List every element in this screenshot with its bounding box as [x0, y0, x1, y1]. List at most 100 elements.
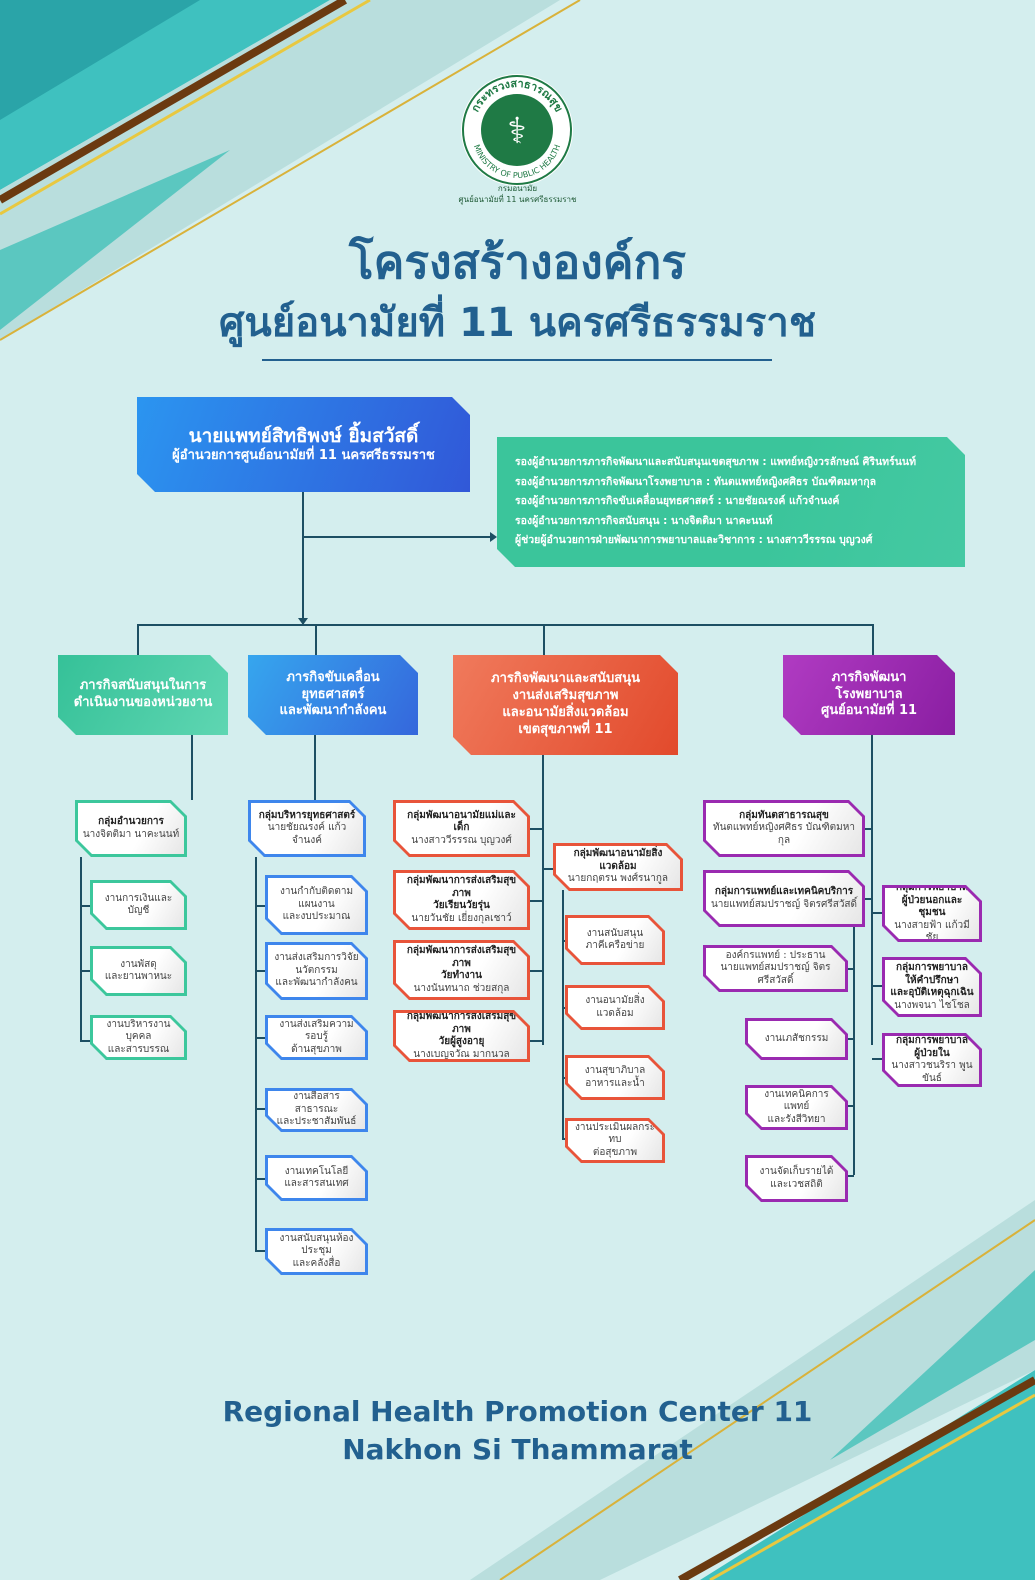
- deputy-line: รองผู้อำนวยการภารกิจพัฒนาและสนับสนุนเขตส…: [515, 456, 916, 469]
- unit-title: กลุ่มพัฒนาการส่งเสริมสุขภาพ วัยเรียนวัยร…: [406, 875, 517, 911]
- branch-box-2: ภารกิจขับเคลื่อน ยุทธศาสตร์ และพัฒนากำลั…: [248, 655, 418, 735]
- unit-text: งานประเมินผลกระทบ ต่อสุขภาพ: [574, 1121, 656, 1158]
- unit-text: งานบริหารงานบุคคล และสารบรรณ: [106, 1018, 171, 1055]
- unit-box: งานส่งเสริมความรอบรู้ ด้านสุขภาพ: [265, 1015, 368, 1060]
- unit-box: งานเภสัชกรรม: [745, 1018, 848, 1060]
- unit-box: งานสุขาภิบาล อาหารและน้ำ: [565, 1055, 665, 1100]
- unit-text: งานสุขาภิบาล อาหารและน้ำ: [584, 1065, 646, 1089]
- connector-line: [255, 1108, 265, 1110]
- unit-title: กลุ่มพัฒนาการส่งเสริมสุขภาพ วัยทำงาน: [406, 945, 517, 981]
- connector-line: [562, 1007, 567, 1009]
- unit-box: งานประเมินผลกระทบ ต่อสุขภาพ: [565, 1118, 665, 1163]
- unit-title: กลุ่มบริหารยุทธศาสตร์: [258, 809, 356, 821]
- connector-line: [255, 1250, 265, 1252]
- unit-box: งานการเงินและบัญชี: [90, 880, 187, 930]
- deputy-line: รองผู้อำนวยการภารกิจพัฒนาโรงพยาบาล : ทัน…: [515, 475, 877, 488]
- unit-title: กลุ่มพัฒนาการส่งเสริมสุขภาพ วัยผู้สูงอาย…: [406, 1011, 517, 1047]
- unit-box: งานกำกับติดตาม แผนงาน และงบประมาณ: [265, 875, 368, 935]
- connector-line: [872, 1058, 882, 1060]
- connector-line: [865, 898, 873, 900]
- unit-text: งานเทคโนโลยี และสารสนเทศ: [284, 1165, 349, 1189]
- unit-text: นางสายฟ้า แก้วมีชัย: [894, 919, 970, 944]
- unit-box: งานสนับสนุน ภาคีเครือข่าย: [565, 915, 665, 965]
- footer-line-1: Regional Health Promotion Center 11: [222, 1395, 813, 1428]
- unit-text: นายวันชัย เยี่ยงกุลเชาว์: [411, 912, 512, 924]
- unit-box: กลุ่มบริหารยุทธศาสตร์นายชัยณรงค์ แก้วจำน…: [248, 800, 366, 857]
- unit-text: งานจัดเก็บรายได้ และเวชสถิติ: [759, 1166, 834, 1190]
- connector-line: [302, 536, 492, 538]
- ministry-logo: กระทรวงสาธารณสุข MINISTRY OF PUBLIC HEAL…: [460, 73, 574, 187]
- unit-title: กลุ่มการพยาบาล ให้คำปรึกษา และอุบัติเหตุ…: [890, 962, 974, 998]
- connector-line: [848, 1038, 854, 1040]
- logo-caption-department: กรมอนามัย: [497, 184, 538, 193]
- unit-text: ทันตแพทย์หญิงศศิธร บัณฑิตมหากุล: [713, 822, 855, 846]
- arrow-head-icon: [490, 532, 497, 542]
- unit-box: งานบริหารงานบุคคล และสารบรรณ: [90, 1015, 187, 1060]
- director-position: ผู้อำนวยการศูนย์อนามัยที่ 11 นครศรีธรรมร…: [172, 448, 435, 464]
- unit-text: นายแพทย์สมปราชญ์ จิตรศรีสวัสดิ์: [710, 898, 858, 910]
- connector-line: [315, 624, 317, 656]
- unit-title: กลุ่มพัฒนาอนามัยสิ่งแวดล้อม: [573, 848, 663, 872]
- unit-box: งานเทคนิคการแพทย์ และรังสีวิทยา: [745, 1085, 848, 1130]
- arrow-head-icon: [298, 618, 308, 625]
- connector-line: [848, 968, 854, 970]
- connector-line: [255, 1037, 265, 1039]
- connector-line: [137, 624, 139, 656]
- unit-text: นางสาววีรรรณ บุญวงศ์: [411, 834, 512, 846]
- connector-line: [80, 857, 82, 1042]
- title-divider: [262, 359, 772, 361]
- connector-line: [872, 912, 882, 914]
- unit-box: กลุ่มการแพทย์และเทคนิคบริการนายแพทย์สมปร…: [703, 870, 865, 927]
- connector-line: [871, 735, 873, 1045]
- connector-line: [80, 970, 90, 972]
- unit-text: นางเบญจวัณ มากนวล: [413, 1048, 510, 1060]
- connector-line: [865, 828, 873, 830]
- connector-line: [872, 624, 874, 656]
- unit-text: นางสาวชนริรา พูนขันธ์: [891, 1060, 973, 1084]
- unit-text: องค์กรแพทย์ : ประธาน นายแพทย์สมปราชญ์ จิ…: [720, 949, 831, 986]
- unit-box: งานสื่อสารสาธารณะ และประชาสัมพันธ์: [265, 1088, 368, 1132]
- connector-line: [530, 970, 543, 972]
- connector-line: [562, 1138, 567, 1140]
- unit-box: งานพัสดุ และยานพาหนะ: [90, 946, 187, 996]
- unit-box: งานจัดเก็บรายได้ และเวชสถิติ: [745, 1155, 848, 1202]
- connector-line: [542, 755, 544, 1045]
- unit-text: งานเภสัชกรรม: [764, 1032, 829, 1044]
- deputy-line: ผู้ช่วยผู้อำนวยการฝ่ายพัฒนาการพยาบาลและว…: [515, 534, 873, 547]
- connector-line: [80, 1040, 90, 1042]
- page-title: โครงสร้างองค์กร: [348, 235, 687, 289]
- unit-text: งานส่งเสริมความรอบรู้ ด้านสุขภาพ: [279, 1018, 354, 1055]
- connector-line: [302, 492, 304, 625]
- unit-box: กลุ่มอำนวยการนางจิตติมา นาคะนนท์: [75, 800, 187, 857]
- connector-line: [530, 1040, 543, 1042]
- unit-box: กลุ่มพัฒนาการส่งเสริมสุขภาพ วัยผู้สูงอาย…: [393, 1010, 530, 1062]
- connector-line: [562, 1077, 567, 1079]
- unit-box: งานสนับสนุนห้องประชุม และคลังสื่อ: [265, 1228, 368, 1275]
- unit-text: งานสนับสนุน ภาคีเครือข่าย: [585, 927, 645, 951]
- unit-text: งานเทคนิคการแพทย์ และรังสีวิทยา: [764, 1088, 829, 1125]
- connector-line: [314, 735, 316, 800]
- unit-text: งานสนับสนุนห้องประชุม และคลังสื่อ: [279, 1232, 354, 1269]
- unit-box: งานอนามัยสิ่งแวดล้อม: [565, 985, 665, 1030]
- connector-line: [255, 970, 265, 972]
- branch-box-4: ภารกิจพัฒนา โรงพยาบาล ศูนย์อนามัยที่ 11: [783, 655, 955, 735]
- connector-line: [562, 940, 567, 942]
- connector-line: [853, 925, 855, 1175]
- unit-box: องค์กรแพทย์ : ประธาน นายแพทย์สมปราชญ์ จิ…: [703, 945, 848, 992]
- svg-text:⚕: ⚕: [507, 111, 526, 152]
- unit-text: งานอนามัยสิ่งแวดล้อม: [585, 995, 645, 1019]
- connector-line: [137, 624, 873, 626]
- connector-line: [255, 905, 265, 907]
- unit-box: กลุ่มการพยาบาล ผู้ป่วยในนางสาวชนริรา พูน…: [882, 1033, 982, 1087]
- unit-box: กลุ่มการพยาบาล ให้คำปรึกษา และอุบัติเหตุ…: [882, 957, 982, 1017]
- connector-line: [872, 985, 882, 987]
- logo-caption-center: ศูนย์อนามัยที่ 11 นครศรีธรรมราช: [458, 195, 577, 204]
- connector-line: [191, 735, 193, 800]
- unit-title: กลุ่มการพยาบาล ผู้ป่วยนอกและชุมชน: [896, 882, 968, 919]
- unit-box: งานเทคโนโลยี และสารสนเทศ: [265, 1155, 368, 1201]
- branch-box-3: ภารกิจพัฒนาและสนับสนุน งานส่งเสริมสุขภาพ…: [453, 655, 678, 755]
- connector-line: [848, 1105, 854, 1107]
- connector-line: [543, 624, 545, 656]
- unit-title: กลุ่มการพยาบาล ผู้ป่วยใน: [896, 1035, 968, 1059]
